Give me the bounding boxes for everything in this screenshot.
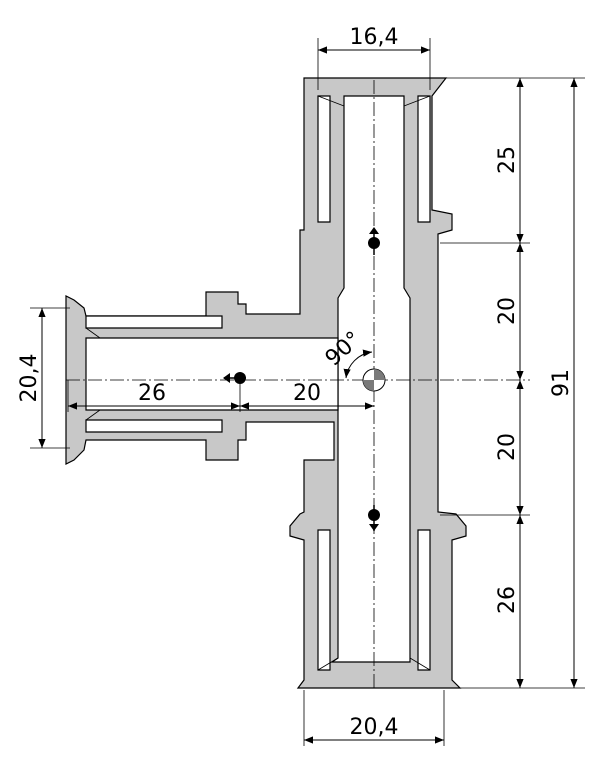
dim-overall-height-label: 91: [549, 369, 574, 397]
dim-left-width-label: 20,4: [17, 354, 42, 403]
dim-upper-center-label: 20: [495, 297, 520, 325]
left-branch-bore: [85, 337, 339, 411]
bottom-mouth-flare: [317, 657, 431, 671]
dim-top-length-label: 25: [495, 146, 520, 174]
left-mouth-flare: [85, 327, 101, 421]
top-mouth-flare: [317, 95, 431, 107]
top-socket-left-wall: [317, 95, 331, 223]
dim-top-width-label: 16,4: [350, 25, 399, 50]
fitting-body: [65, 77, 467, 689]
dim-left-center-label: 20: [293, 381, 321, 406]
origin-marker: [362, 368, 386, 392]
angle-arc: [343, 349, 373, 379]
top-socket-right-wall: [417, 95, 431, 223]
left-socket-upper-wall: [85, 315, 223, 329]
left-center-marker: [223, 372, 246, 384]
bottom-center-marker: [368, 505, 380, 531]
dimension-lines: [38, 46, 578, 744]
dim-bottom-length-label: 26: [495, 586, 520, 614]
left-socket-lower-wall: [85, 419, 223, 433]
bottom-socket-left-wall: [317, 529, 331, 671]
bottom-socket-right-wall: [417, 529, 431, 671]
top-center-marker: [368, 227, 380, 255]
dim-lower-center-label: 20: [495, 433, 520, 461]
dim-left-length-label: 26: [138, 381, 166, 406]
dim-bottom-width-label: 20,4: [350, 715, 399, 740]
dimension-labels: 16,4 20,4 20,4 25 20 20 26 91 26 20 90°: [17, 25, 574, 740]
center-markers: [223, 227, 386, 531]
